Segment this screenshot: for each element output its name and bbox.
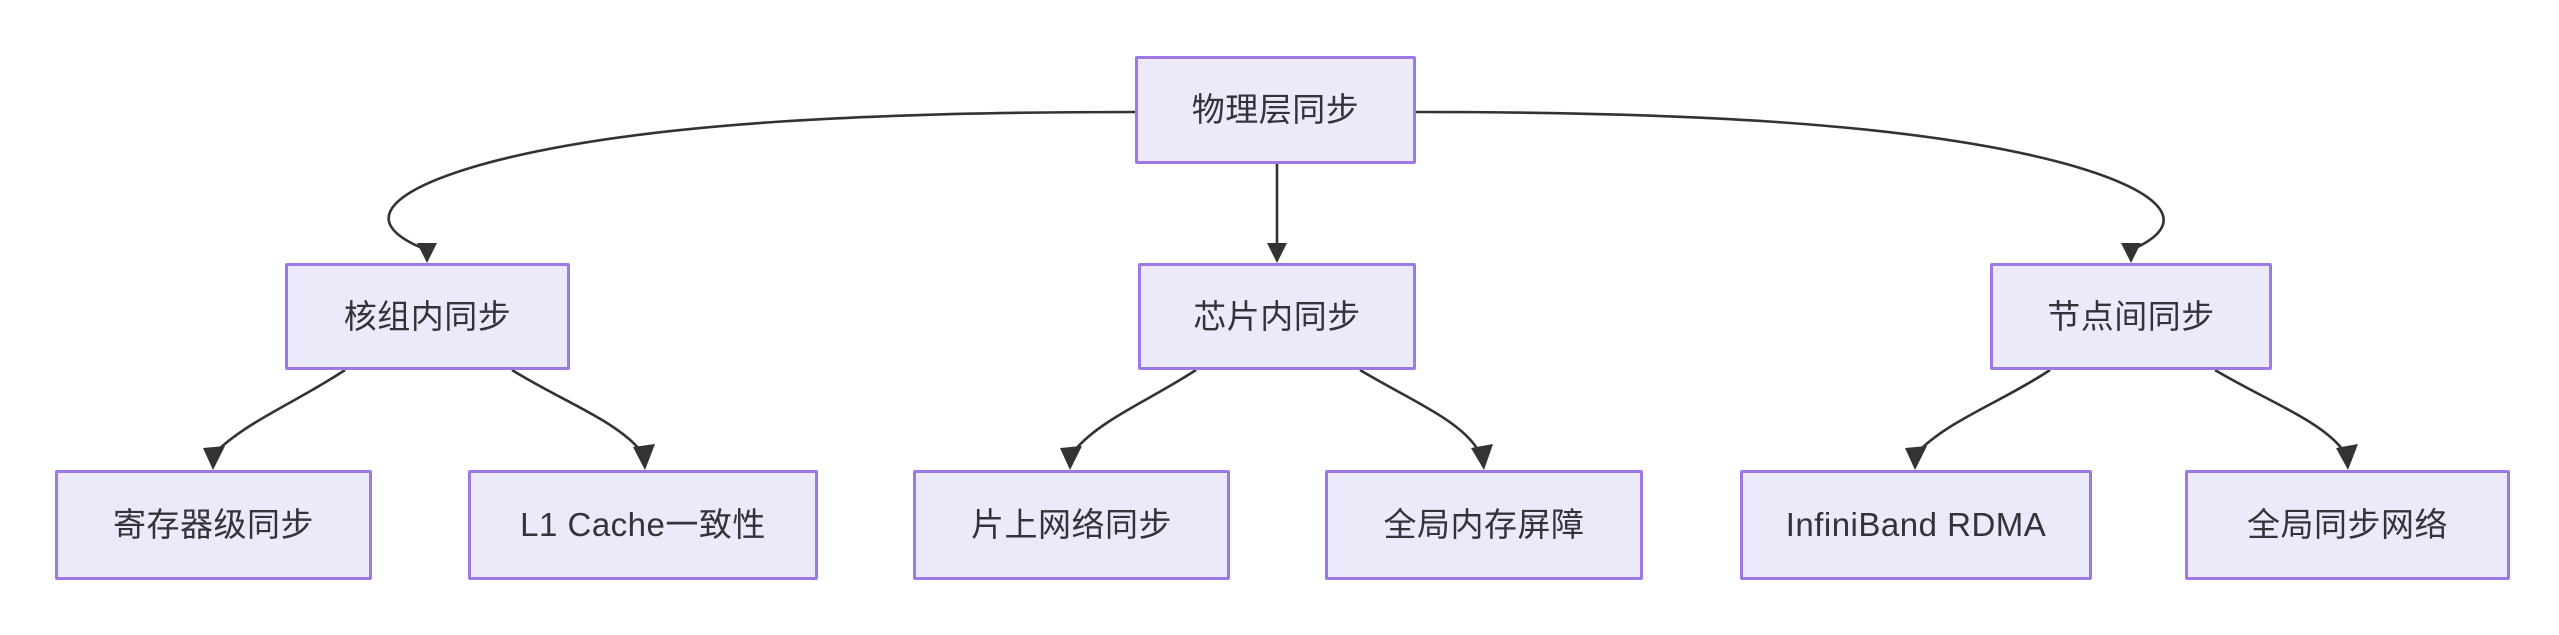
node-label: 片上网络同步 bbox=[971, 506, 1172, 544]
node-label: 核组内同步 bbox=[343, 297, 512, 335]
edge-chip-to-membar bbox=[1359, 368, 1493, 470]
edge-root-to-internode bbox=[1415, 110, 2165, 263]
node-label: 全局同步网络 bbox=[2247, 506, 2448, 544]
edge-chip-to-noc bbox=[1060, 368, 1197, 470]
edge-internode-to-ibrdma bbox=[1905, 368, 2051, 470]
node-intra-chip-sync[interactable]: 芯片内同步 bbox=[1138, 263, 1416, 370]
edge-coregroup-to-l1cache bbox=[511, 368, 655, 470]
node-infiniband-rdma[interactable]: InfiniBand RDMA bbox=[1740, 470, 2092, 580]
edge-internode-to-syncnet bbox=[2214, 368, 2358, 470]
node-inter-node-sync[interactable]: 节点间同步 bbox=[1990, 263, 2272, 370]
edge-root-to-coregroup bbox=[387, 110, 1136, 263]
node-label: 全局内存屏障 bbox=[1383, 506, 1585, 544]
node-label: 物理层同步 bbox=[1191, 91, 1360, 129]
node-global-memory-barrier[interactable]: 全局内存屏障 bbox=[1325, 470, 1643, 580]
node-global-sync-network[interactable]: 全局同步网络 bbox=[2185, 470, 2510, 580]
node-label: L1 Cache一致性 bbox=[520, 506, 766, 544]
node-intra-core-group-sync[interactable]: 核组内同步 bbox=[285, 263, 570, 370]
edge-coregroup-to-register bbox=[203, 368, 346, 470]
edge-root-to-chip bbox=[1267, 164, 1287, 263]
node-l1-cache-coherence[interactable]: L1 Cache一致性 bbox=[468, 470, 818, 580]
node-physical-layer-sync[interactable]: 物理层同步 bbox=[1135, 56, 1416, 164]
node-label: 芯片内同步 bbox=[1193, 297, 1361, 335]
node-label: 寄存器级同步 bbox=[113, 506, 314, 544]
node-network-on-chip-sync[interactable]: 片上网络同步 bbox=[913, 470, 1230, 580]
node-register-level-sync[interactable]: 寄存器级同步 bbox=[55, 470, 372, 580]
node-label: InfiniBand RDMA bbox=[1785, 506, 2047, 544]
node-label: 节点间同步 bbox=[2047, 297, 2215, 335]
